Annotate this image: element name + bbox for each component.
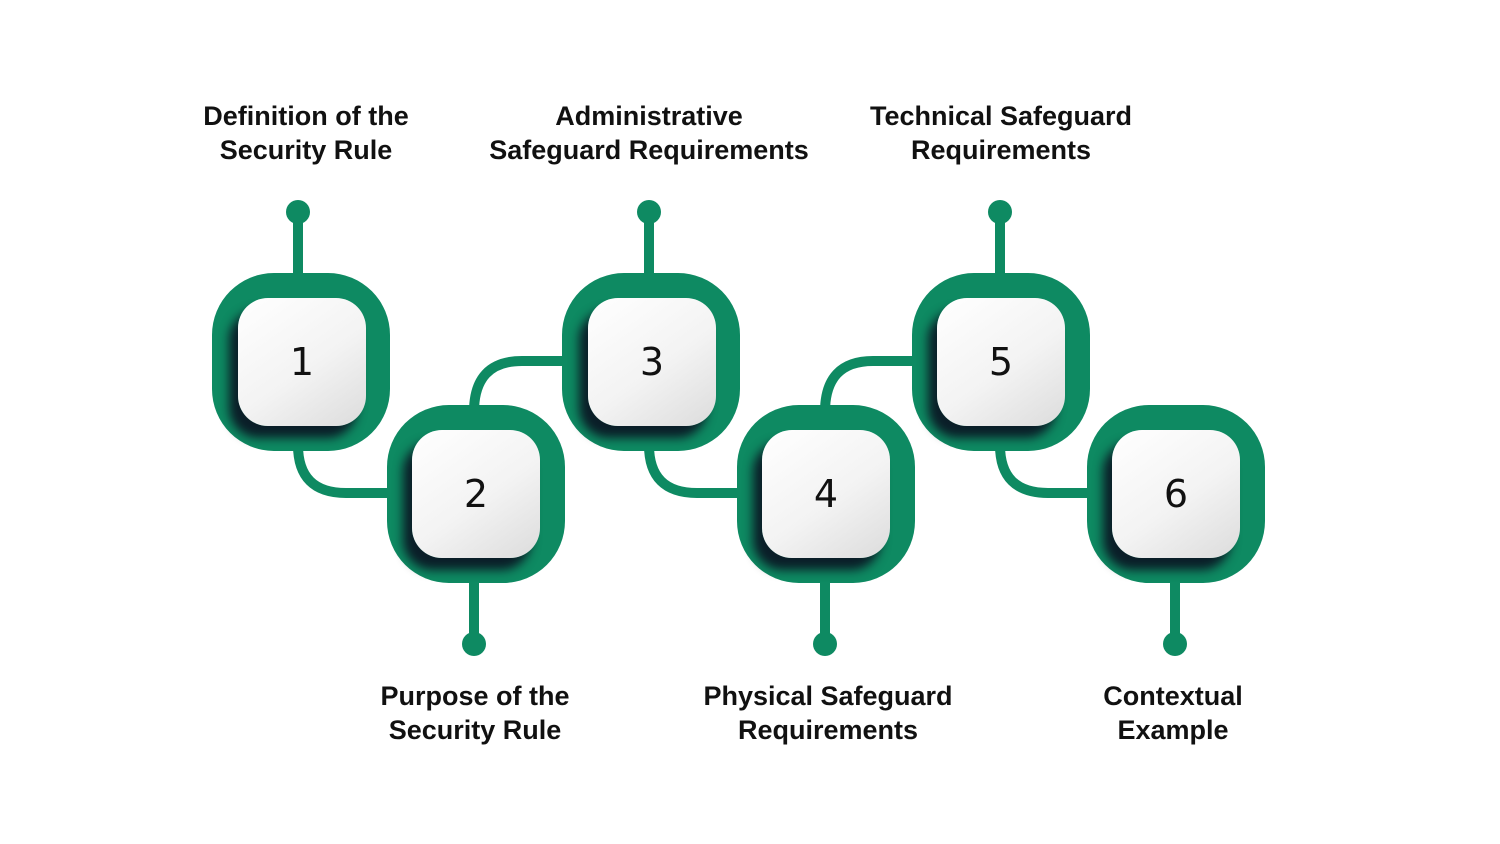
step-3-title-line-2: Safeguard Requirements [489, 135, 809, 165]
step-4-number: 4 [813, 472, 839, 516]
link-2-to-3 [469, 356, 568, 413]
step-6-box: 6 [1112, 430, 1240, 558]
step-1-title-line-1: Definition of the [203, 101, 409, 131]
step-2-number: 2 [463, 472, 489, 516]
step-2-dot [462, 632, 486, 656]
link-1-to-2 [293, 444, 392, 498]
step-4-title-line-1: Physical Safeguard [703, 681, 953, 711]
step-3-box: 3 [588, 298, 716, 426]
step-6-dot [1163, 632, 1187, 656]
step-4-title: Physical Safeguard Requirements [648, 679, 1008, 747]
step-2-box: 2 [412, 430, 540, 558]
step-4-box: 4 [762, 430, 890, 558]
link-5-to-6 [995, 444, 1092, 498]
step-6-title-line-2: Example [1117, 715, 1229, 745]
step-5-title: Technical Safeguard Requirements [821, 99, 1181, 167]
step-6-title-line-1: Contextual [1103, 681, 1243, 711]
step-2-title-line-1: Purpose of the [380, 681, 570, 711]
link-3-to-4 [644, 444, 742, 498]
step-6-number: 6 [1163, 472, 1189, 516]
step-5-box: 5 [937, 298, 1065, 426]
step-3-title: Administrative Safeguard Requirements [469, 99, 829, 167]
step-3-number: 3 [639, 340, 665, 384]
step-2-title-line-2: Security Rule [388, 715, 562, 745]
step-4-dot [813, 632, 837, 656]
step-6-title: Contextual Example [993, 679, 1353, 747]
step-1-dot [286, 200, 310, 224]
step-5-title-line-1: Technical Safeguard [869, 101, 1133, 131]
link-4-to-5 [820, 356, 918, 413]
step-4-title-line-2: Requirements [737, 715, 919, 745]
step-1-title-line-2: Security Rule [219, 135, 393, 165]
step-5-dot [988, 200, 1012, 224]
step-1-title: Definition of the Security Rule [126, 99, 486, 167]
step-3-dot [637, 200, 661, 224]
step-1-box: 1 [238, 298, 366, 426]
step-1-number: 1 [289, 340, 315, 384]
step-3-title-line-1: Administrative [555, 101, 743, 131]
step-5-title-line-2: Requirements [910, 135, 1092, 165]
step-2-title: Purpose of the Security Rule [295, 679, 655, 747]
step-5-number: 5 [988, 340, 1014, 384]
